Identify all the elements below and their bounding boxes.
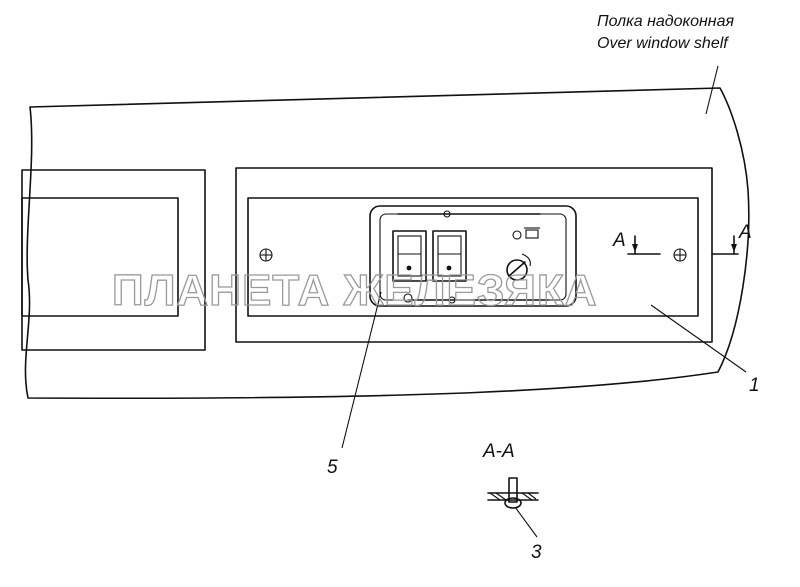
- control-panel: [247, 197, 699, 317]
- screw-right: [673, 248, 687, 262]
- watermark-text: ПЛАНЕТА ЖЕЛЕЗЯКА: [112, 266, 598, 315]
- rotary-knob: [506, 253, 531, 281]
- callout-5: 5: [327, 457, 338, 478]
- cut-label-right: A: [738, 222, 752, 243]
- leader-5: [341, 291, 382, 449]
- switch-module: [369, 205, 577, 307]
- cut-label-left: A: [612, 230, 626, 251]
- section-cut-right: [711, 235, 739, 255]
- window-frame-inner: [21, 197, 179, 317]
- shelf-label-en: Over window shelf: [597, 35, 729, 52]
- rocker-switch-1: [392, 230, 427, 282]
- section-detail-a-a: [487, 477, 539, 509]
- shelf-outline: [24, 87, 750, 400]
- callout-1: 1: [749, 375, 760, 396]
- leader-shelf: [705, 65, 719, 115]
- section-cut-left: [627, 235, 661, 255]
- console-frame: [235, 167, 713, 343]
- section-title: A-A: [482, 441, 515, 462]
- screw-left: [259, 248, 273, 262]
- callout-3: 3: [531, 542, 542, 563]
- shelf-label-ru: Полка надоконная: [597, 13, 734, 30]
- leader-3: [514, 506, 538, 538]
- indicator-lamp: [512, 227, 540, 240]
- rocker-switch-2: [432, 230, 467, 282]
- leader-1: [650, 304, 747, 373]
